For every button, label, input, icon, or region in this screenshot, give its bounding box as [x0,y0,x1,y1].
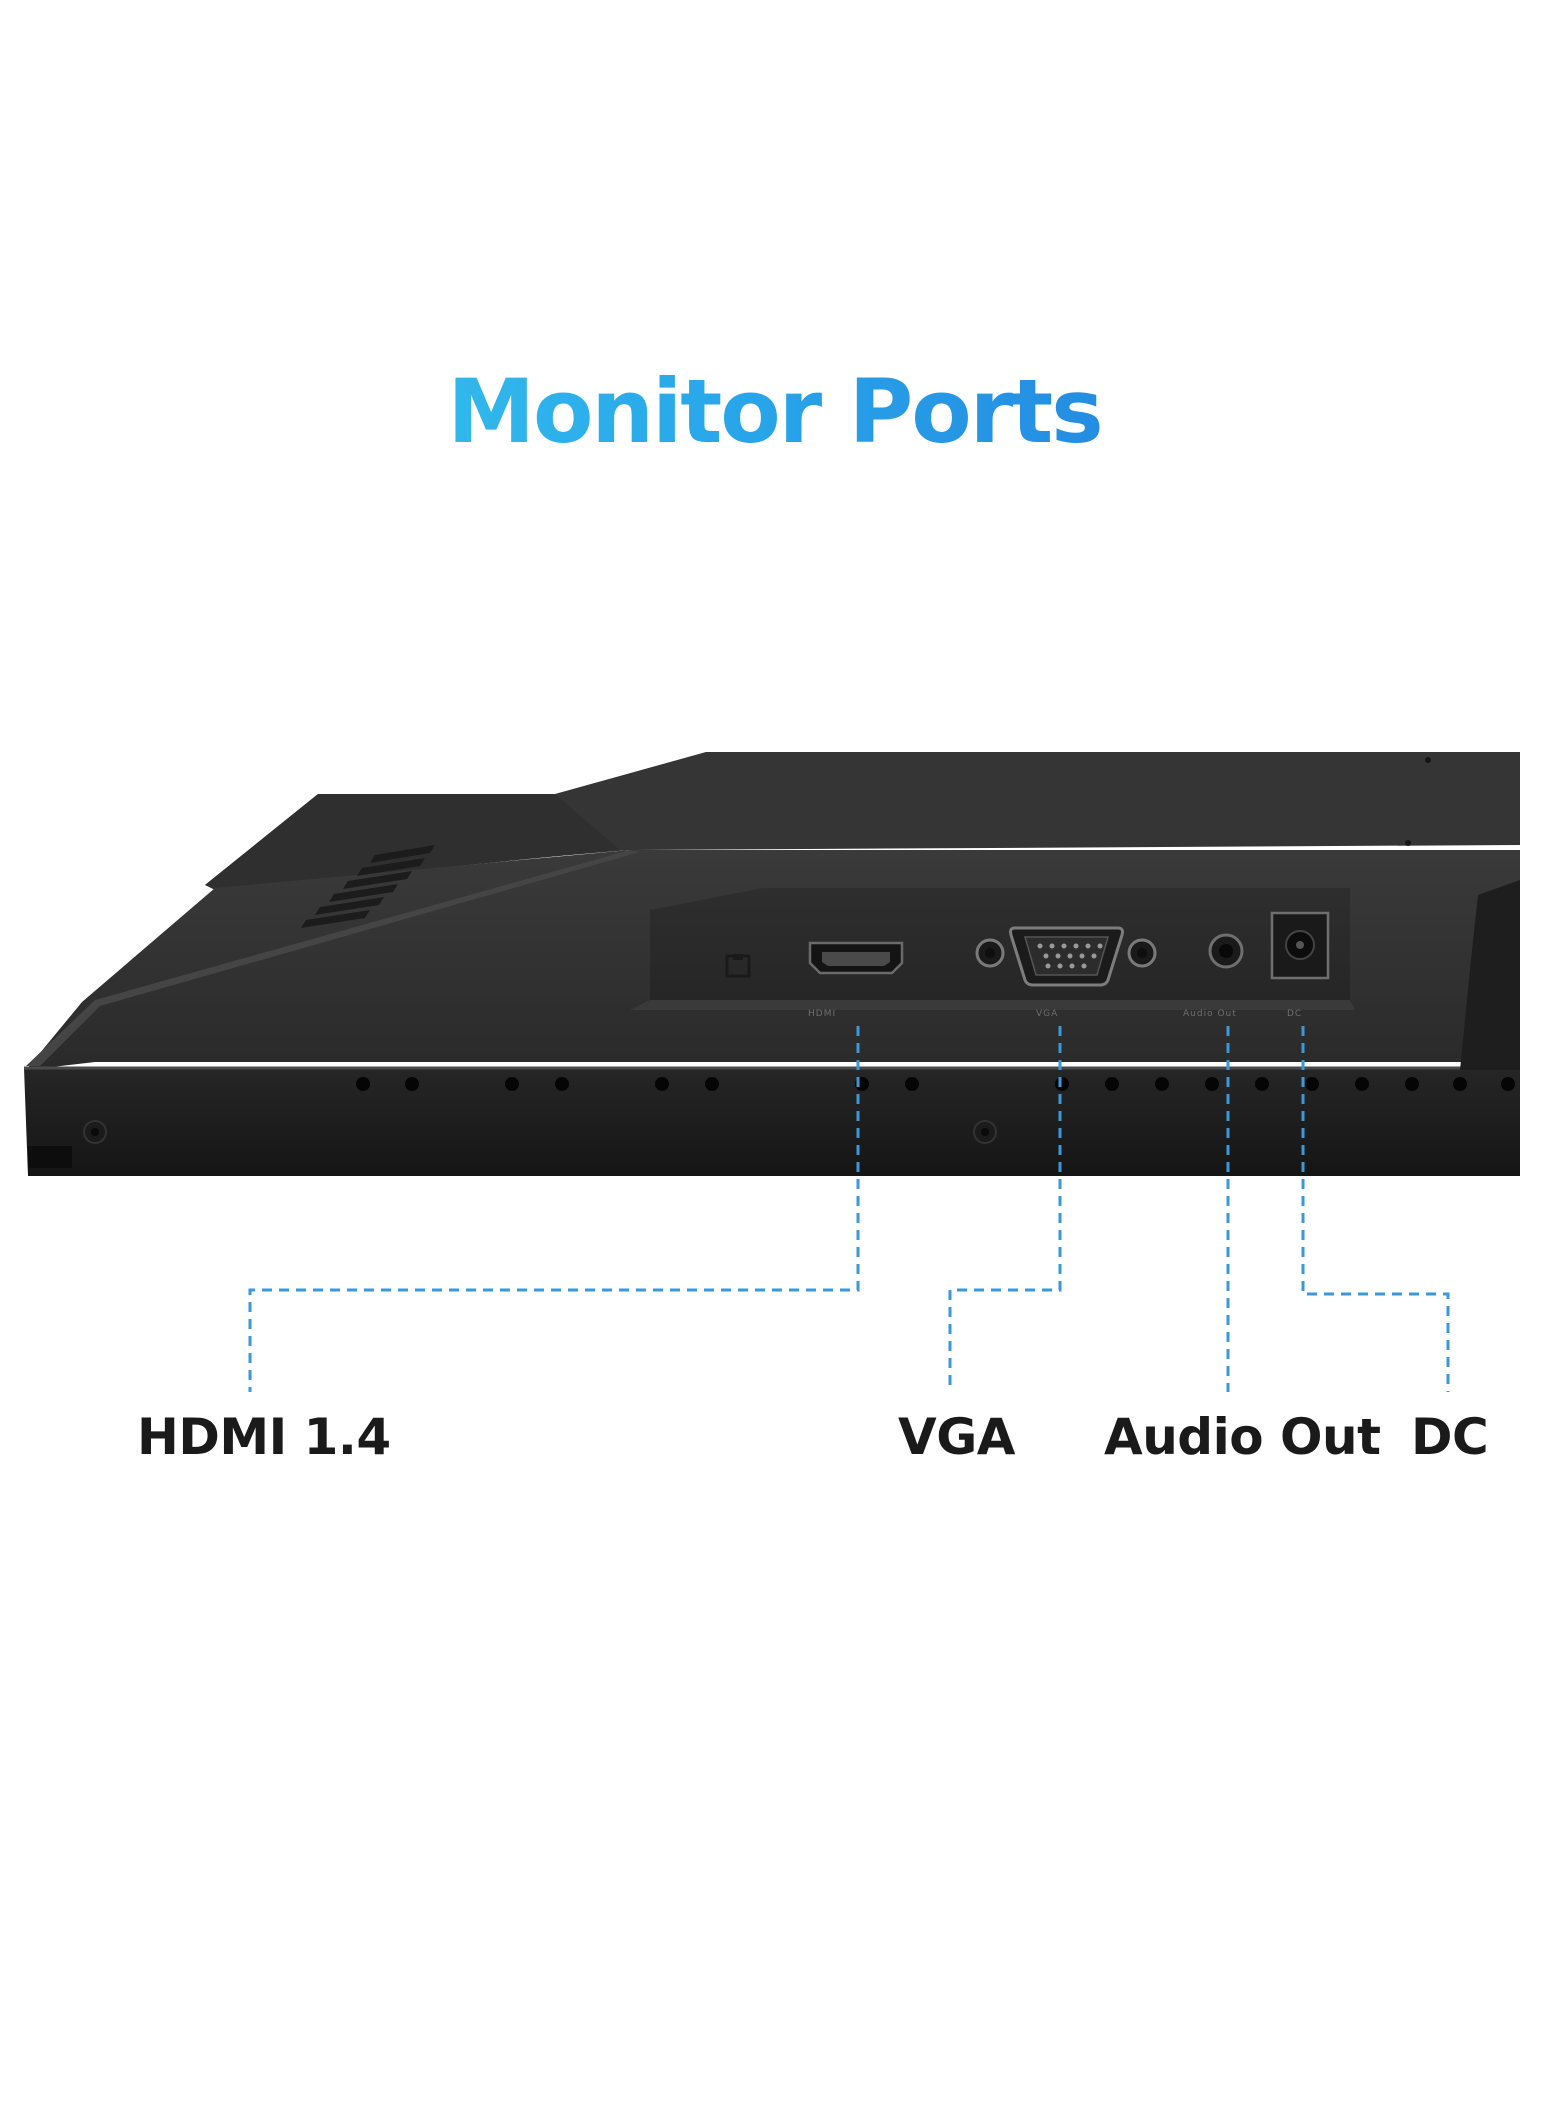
panel-label-vga: VGA [1036,1009,1058,1019]
port-label-audio-out: Audio Out [1104,1408,1381,1466]
port-label-vga: VGA [898,1408,1015,1466]
dc-jack-icon [1270,911,1330,980]
panel-label-hdmi: HDMI [808,1009,836,1019]
port-label-dc: DC [1411,1408,1489,1466]
monitor-front-strip [24,1068,1520,1176]
monitor-stand-post [1460,880,1520,1070]
lock-slot-icon [725,954,751,978]
leader-line-hdmi [248,1026,860,1392]
monitor-back-shell-side [205,794,620,890]
leader-line-dc [1301,1026,1450,1392]
vga-port-icon [975,926,1157,987]
hdmi-port-icon [808,941,904,975]
panel-label-audio: Audio Out [1183,1009,1237,1019]
monitor-body: HDMI VGA Audio Out DC [24,752,1520,1176]
panel-label-dc: DC [1287,1009,1302,1019]
vent-slots [301,845,435,928]
leader-line-vga [948,1026,1062,1392]
page-title: Monitor Ports [0,368,1549,456]
audio-jack-icon [1208,933,1244,969]
front-strip-holes [356,1077,1515,1091]
leader-lines [248,1026,1450,1392]
front-strip-screws [83,1120,997,1144]
port-label-hdmi: HDMI 1.4 [137,1408,391,1466]
